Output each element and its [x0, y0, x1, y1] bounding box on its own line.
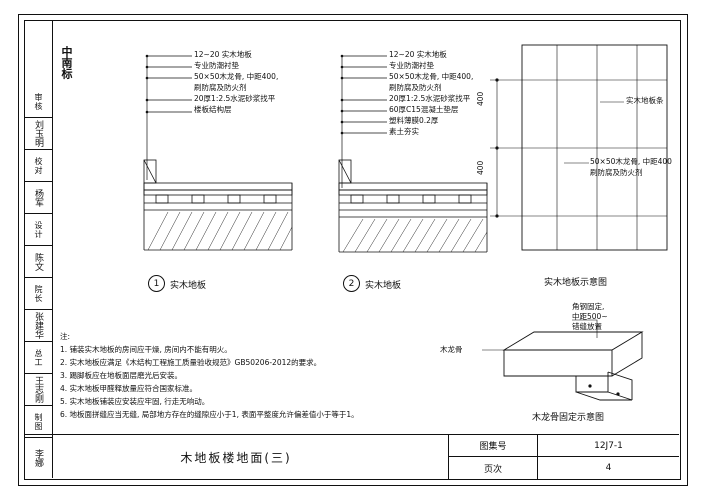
- detail1-caption: 实木地板: [170, 281, 207, 291]
- detail4-caption: 木龙骨固定示意图: [532, 413, 605, 423]
- note-item-2: 2. 实木地板应满足《木结构工程施工质量验收规范》GB50206-2012的要求…: [60, 358, 322, 367]
- sheet-inner-border: [24, 20, 681, 480]
- sheet-outer-border: [18, 14, 688, 486]
- strip-label-0: 审核: [34, 92, 43, 111]
- detail4-anchor-label-2: 中距500~: [572, 312, 608, 321]
- detail1-leader-3: 刷防腐及防火剂: [194, 83, 247, 92]
- strip-sign-1: 杨军: [33, 188, 43, 207]
- strip-label-2: 设计: [34, 220, 43, 239]
- strip-sign-4: 王志刚: [33, 376, 43, 403]
- note-item-1: 1. 铺装实木地板的房间应干燥, 房间内不能有明火。: [60, 345, 232, 354]
- detail3-caption: 实木地板示意图: [544, 278, 608, 288]
- detail1-leader-0: 12~20 实木地板: [194, 50, 252, 59]
- detail2-leader-6: 塑料薄膜0.2厚: [389, 116, 439, 125]
- notes-title: 注:: [60, 332, 71, 341]
- detail3-dim-bottom: 400: [476, 160, 485, 175]
- strip-sign-0: 刘玉明: [33, 120, 43, 147]
- detail2-leader-2: 50×50木龙骨, 中距400,: [389, 72, 474, 81]
- strip-sign-2: 陈文: [33, 252, 43, 271]
- detail2-caption: 实木地板: [365, 281, 402, 291]
- note-item-5: 5. 实木地板铺装应安装应牢固, 行走无响动。: [60, 397, 210, 406]
- detail2-leader-1: 专业防潮衬垫: [389, 61, 434, 70]
- note-item-3: 3. 踢脚板应在地板面层磨光后安装。: [60, 371, 183, 380]
- brand-mark: 中南标: [60, 46, 73, 79]
- note-item-4: 4. 实木地板甲醛释放量应符合国家标准。: [60, 384, 198, 393]
- detail-vector-layer: [143, 44, 668, 401]
- page-label: 页次: [448, 457, 538, 479]
- left-title-strip: 中南标 审核 刘玉明 校对 杨军 设计 陈文 院长 张建华 总工 王志刚 制图 …: [24, 20, 73, 478]
- detail2-leader-5: 60厚C15混凝土垫层: [389, 105, 459, 114]
- detail1-leader-5: 楼板结构层: [194, 105, 232, 114]
- detail3-dim-top: 400: [476, 91, 485, 106]
- strip-sign-3: 张建华: [33, 312, 43, 339]
- detail4-joist-label: 木龙骨: [440, 345, 463, 354]
- detail4-anchor-label: 角钢固定,: [572, 302, 605, 311]
- drawing-canvas: 12~20 实木地板 专业防潮衬垫 50×50木龙骨, 中距400, 刷防腐及防…: [52, 20, 679, 434]
- detail2-leader-7: 素土夯实: [389, 127, 419, 136]
- detail1-leader-1: 专业防潮衬垫: [194, 61, 239, 70]
- detail4-anchor-label-3: 错缝放置: [572, 322, 602, 331]
- note-item-6: 6. 地板面拼缝应当无缝, 局部地方存在的缝隙应小于1, 表面平整度允许偏差值小…: [60, 410, 359, 419]
- atlas-value: 12J7-1: [538, 435, 679, 457]
- strip-label-3: 院长: [34, 284, 43, 303]
- strip-label-5: 制图: [34, 412, 43, 431]
- detail3-joist-label-2: 刷防腐及防火剂: [590, 168, 643, 177]
- title-block: 图集号 12J7-1 页次 4: [448, 434, 679, 479]
- drawing-title: 木地板楼地面(三): [24, 434, 448, 479]
- detail1-number: 1: [148, 275, 165, 292]
- detail2-leader-4: 20厚1:2.5水泥砂浆找平: [389, 94, 471, 103]
- detail3-joist-label: 50×50木龙骨, 中距400: [590, 157, 672, 166]
- detail2-number: 2: [343, 275, 360, 292]
- strip-label-1: 校对: [34, 156, 43, 175]
- detail1-leader-4: 20厚1:2.5水泥砂浆找平: [194, 94, 276, 103]
- detail1-leader-2: 50×50木龙骨, 中距400,: [194, 72, 279, 81]
- strip-label-4: 总工: [34, 348, 43, 367]
- strip-sign-5: 李娜: [33, 449, 43, 467]
- detail2-leader-3: 刷防腐及防火剂: [389, 83, 442, 92]
- notes-block: 注: 1. 铺装实木地板的房间应干燥, 房间内不能有明火。 2. 实木地板应满足…: [60, 330, 470, 421]
- detail2-leader-0: 12~20 实木地板: [389, 50, 447, 59]
- atlas-label: 图集号: [448, 435, 538, 457]
- page-value: 4: [605, 463, 612, 473]
- detail3-board-label: 实木地板条: [626, 96, 664, 105]
